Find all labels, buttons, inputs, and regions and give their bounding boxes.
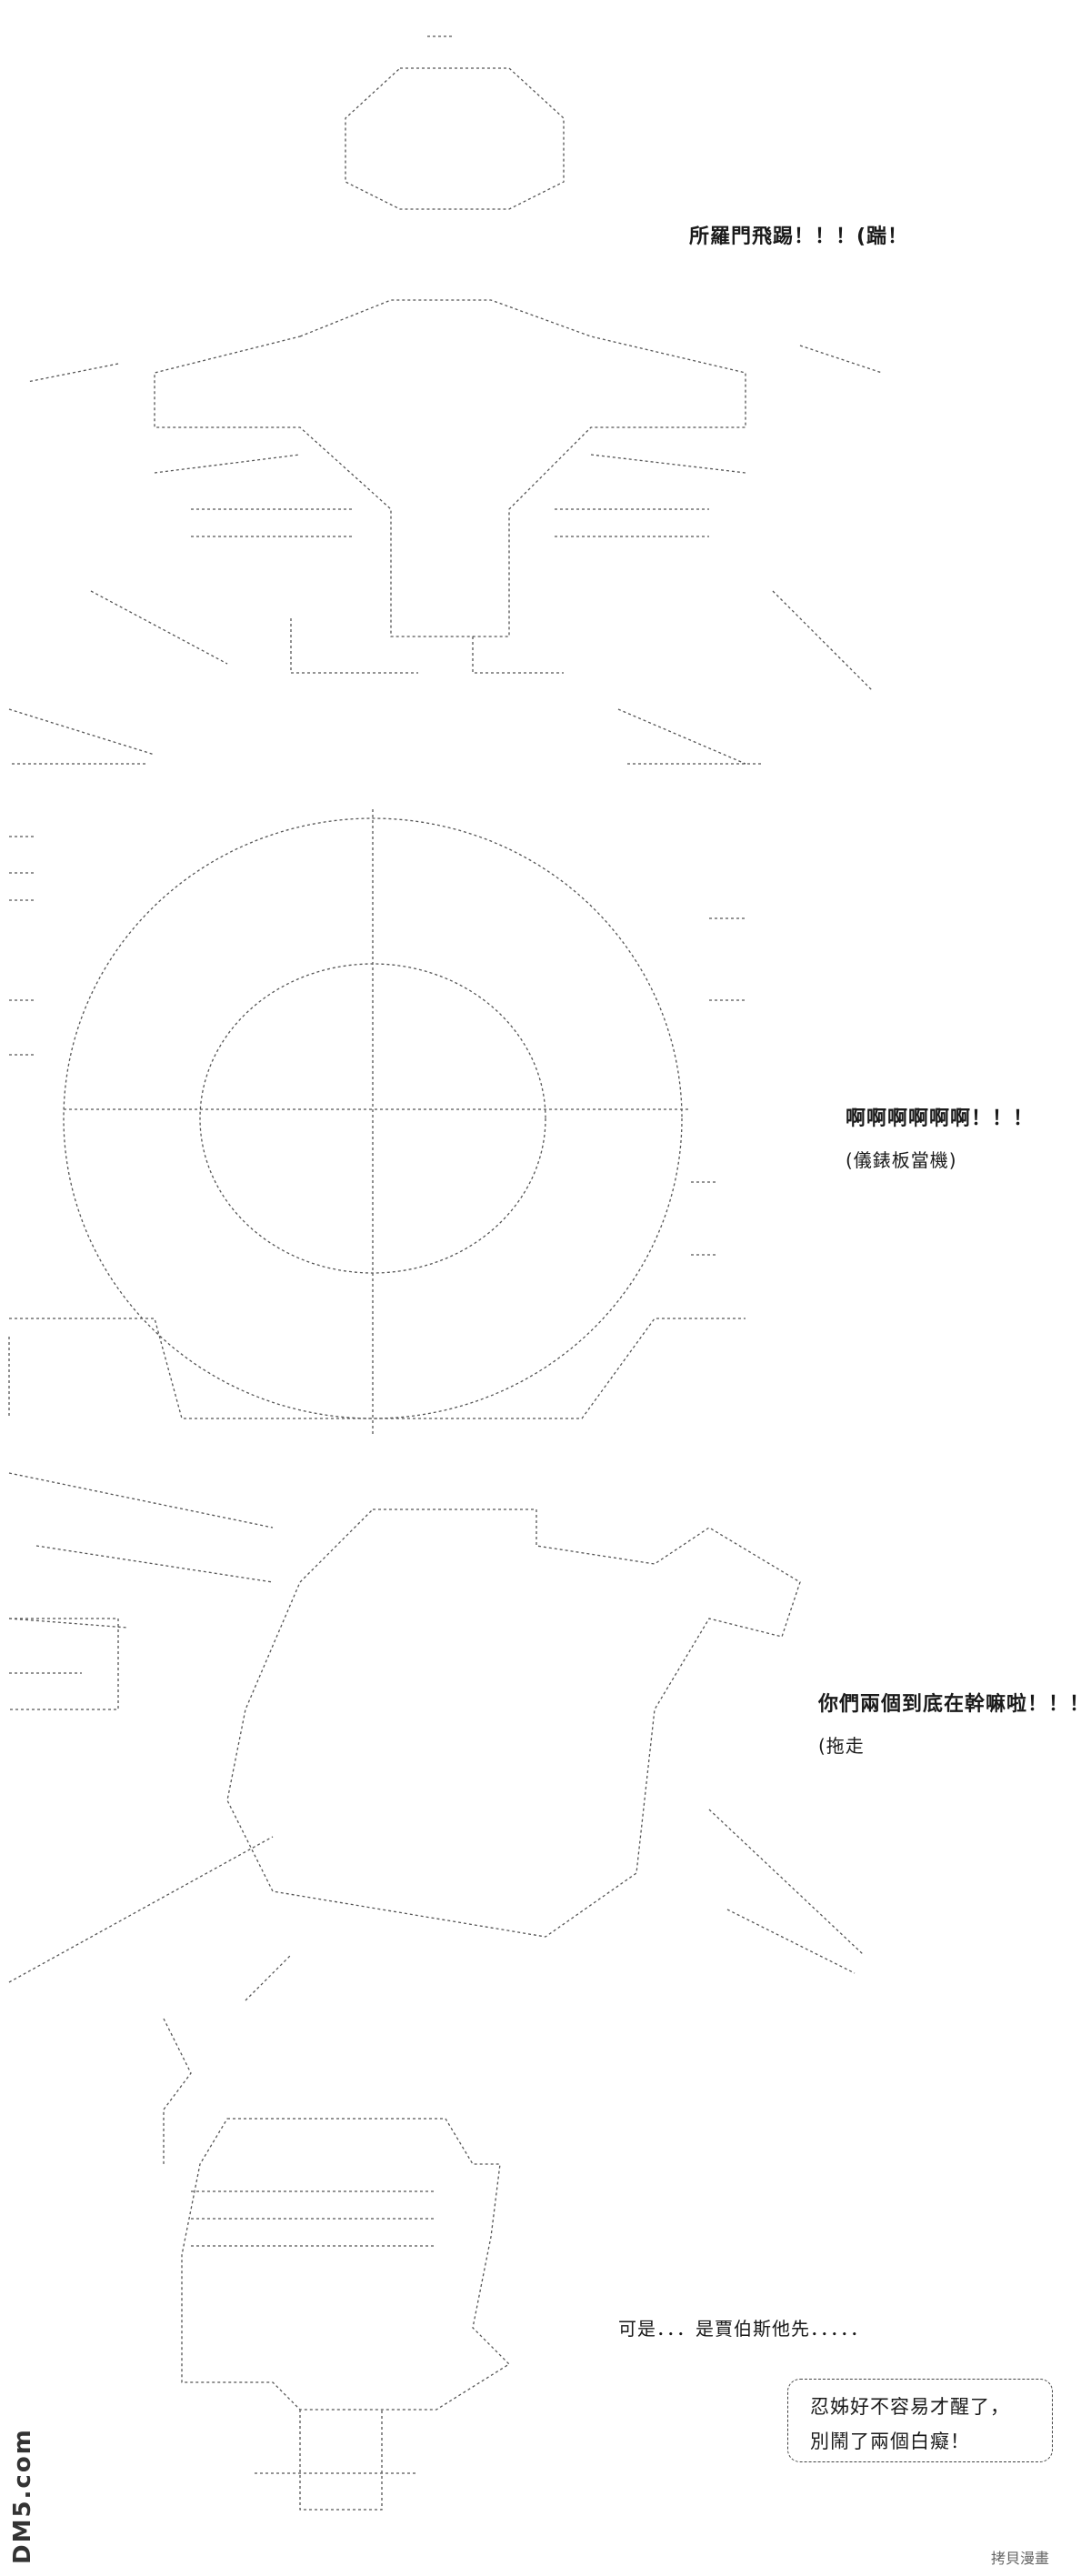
panel2-scope-art	[8, 809, 746, 1437]
panel3-subcaption: (拖走	[818, 1735, 865, 1757]
watermark-text: 拷貝漫畫	[991, 2550, 1050, 2567]
speech-bubble-line2: 別鬧了兩個白癡！	[810, 2431, 970, 2452]
panel2-caption: 啊啊啊啊啊啊！！！	[846, 1108, 1035, 1130]
panel1-caption: 所羅門飛踢！！！(踹！	[689, 226, 909, 248]
speech-bubble: 忍姊好不容易才醒了， 別鬧了兩個白癡！	[787, 2379, 1053, 2462]
site-logo-text: DM5.com	[9, 2428, 36, 2564]
panel4-caption: 可是．．．是賈伯斯他先．．．．．	[618, 2318, 869, 2340]
site-logo: DM5.com	[5, 2419, 36, 2573]
speech-bubble-line1: 忍姊好不容易才醒了，	[810, 2396, 1010, 2418]
panel1-figure-art	[8, 35, 883, 765]
panel3-characters-art	[8, 1472, 865, 2001]
panel2-subcaption: (儀錶板當機)	[846, 1149, 957, 1171]
panel3-caption: 你們兩個到底在幹嘛啦！！！	[818, 1693, 1091, 1716]
panel4-character-art	[163, 2018, 511, 2511]
